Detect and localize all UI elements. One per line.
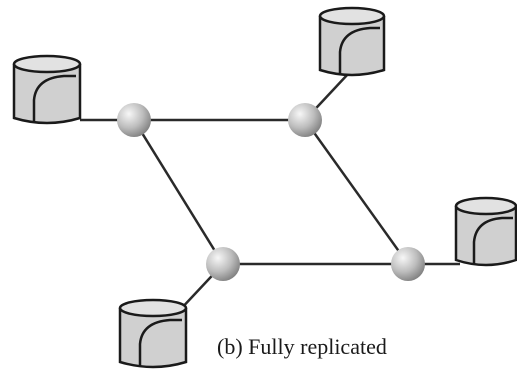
database-4	[118, 298, 188, 369]
database-cylinder-icon	[318, 6, 386, 77]
database-2	[318, 6, 386, 77]
link-node-a-node-c	[132, 119, 225, 265]
nodes	[117, 103, 425, 281]
node-b	[288, 103, 322, 137]
database-1	[12, 54, 82, 125]
node-a	[117, 103, 151, 137]
node-c	[206, 247, 240, 281]
node-d	[391, 247, 425, 281]
database-cylinder-icon	[12, 54, 82, 125]
database-cylinder-icon	[454, 196, 517, 267]
link-node-b-node-d	[303, 119, 410, 265]
database-cylinder-icon	[118, 298, 188, 369]
database-3	[454, 196, 517, 267]
diagram-caption: (b) Fully replicated	[217, 334, 387, 359]
